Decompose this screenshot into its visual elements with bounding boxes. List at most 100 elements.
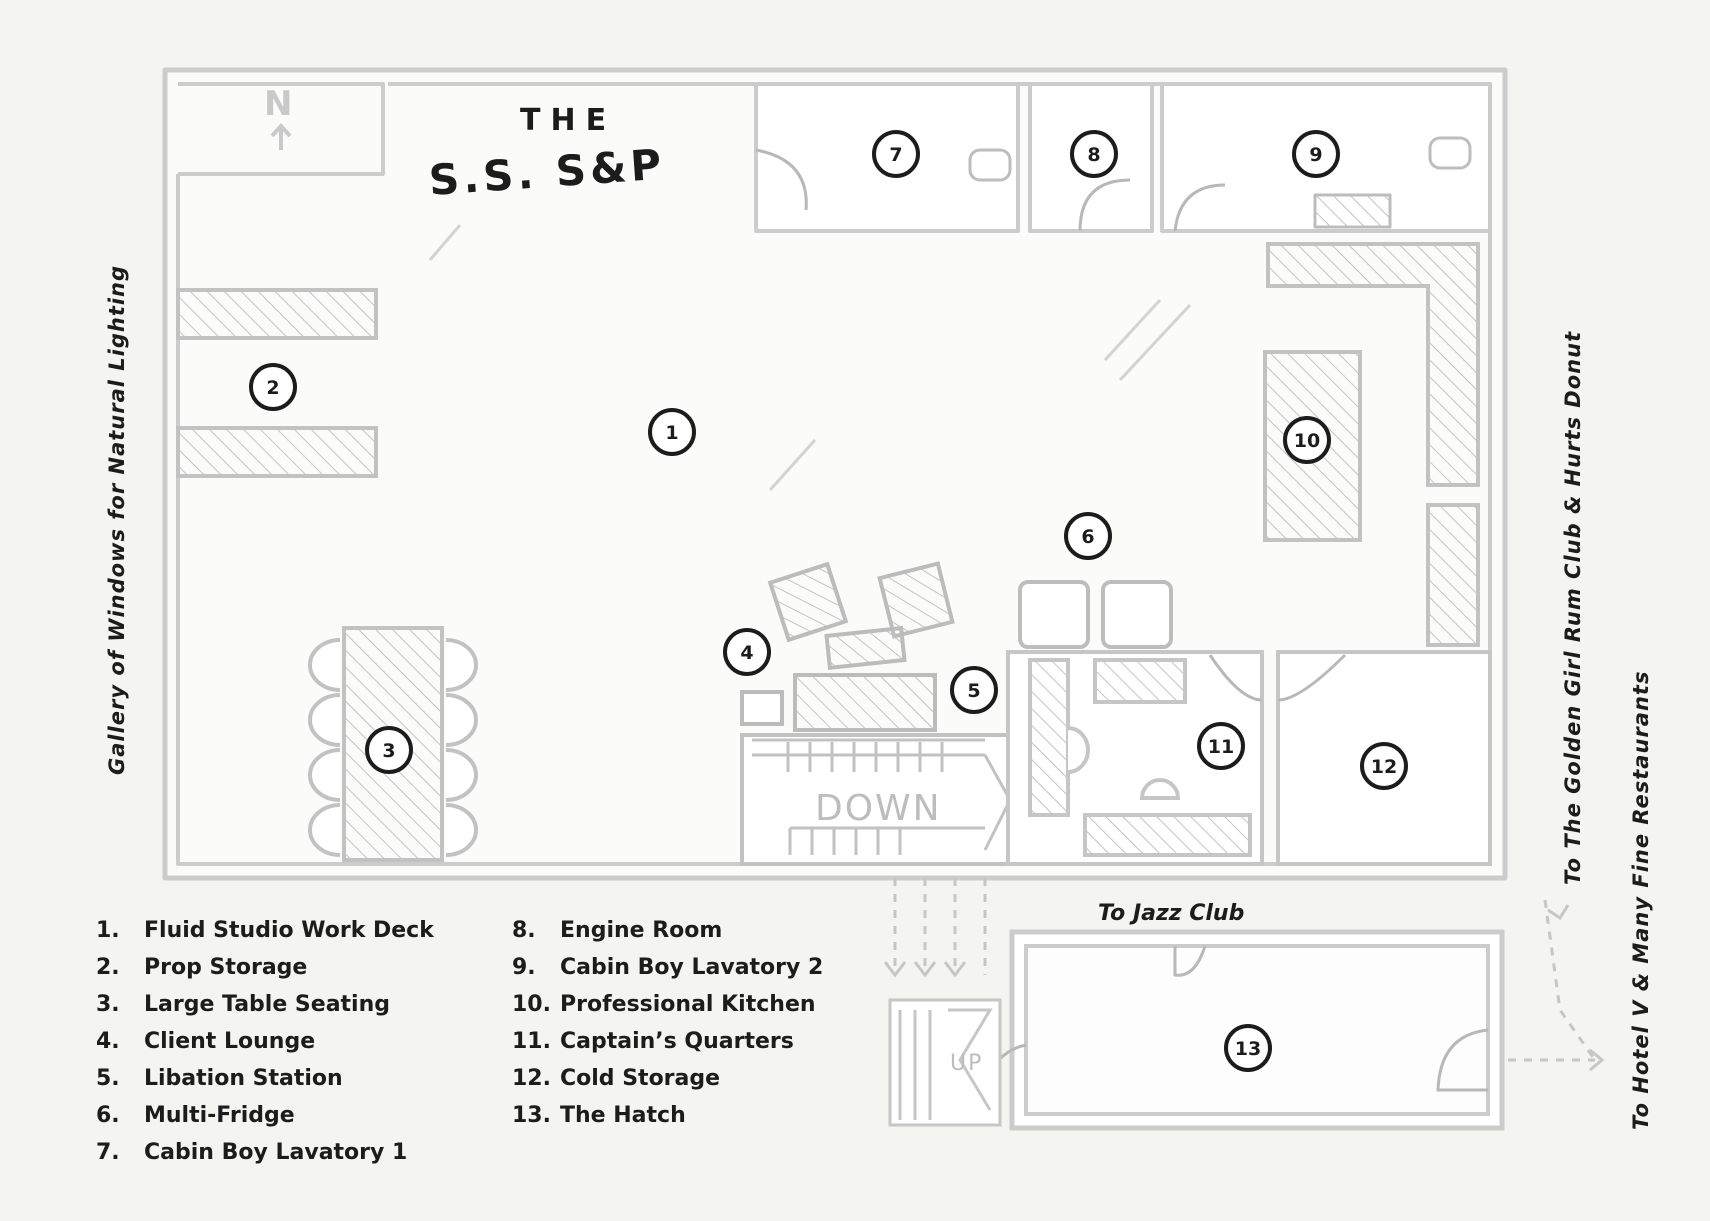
- room-marker-circle: [1064, 512, 1112, 560]
- legend-item: 5. Libation Station: [96, 1060, 434, 1097]
- room-marker-11: 11: [1197, 722, 1245, 770]
- legend-item: 4. Client Lounge: [96, 1023, 434, 1060]
- room-marker-4: 4: [723, 628, 771, 676]
- legend-number: 3.: [96, 992, 120, 1017]
- room-marker-circle: [648, 408, 696, 456]
- room-marker-circle: [365, 726, 413, 774]
- legend-item: 13. The Hatch: [512, 1097, 823, 1134]
- room-marker-number: 8: [1087, 144, 1100, 166]
- legend-item: 9. Cabin Boy Lavatory 2: [512, 949, 823, 986]
- prop-storage-shelves: [176, 288, 378, 478]
- legend-right-column: 8. Engine Room 9. Cabin Boy Lavatory 2 10.…: [512, 912, 823, 1134]
- room-marker-12: 12: [1360, 742, 1408, 790]
- client-lounge-furniture: [740, 561, 955, 732]
- legend-item: 7. Cabin Boy Lavatory 1: [96, 1134, 434, 1171]
- room-marker-circle: [1360, 742, 1408, 790]
- legend-number: 13.: [512, 1103, 551, 1128]
- legend-label: Engine Room: [560, 918, 723, 943]
- room-marker-circle: [1070, 130, 1118, 178]
- legend-label: Prop Storage: [144, 955, 308, 980]
- multi-fridge: [1018, 580, 1173, 649]
- legend-item: 1. Fluid Studio Work Deck: [96, 912, 434, 949]
- legend-number: 1.: [96, 918, 120, 943]
- legend-item: 10. Professional Kitchen: [512, 986, 823, 1023]
- stairs-down-label: DOWN: [815, 788, 942, 829]
- west-windows-label: Gallery of Windows for Natural Lighting: [105, 265, 129, 775]
- legend-label: Cold Storage: [560, 1066, 721, 1091]
- room-marker-number: 2: [266, 377, 279, 399]
- legend-number: 7.: [96, 1140, 120, 1165]
- legend-number: 8.: [512, 918, 536, 943]
- room-marker-number: 11: [1208, 736, 1234, 758]
- compass-label: N: [264, 84, 292, 124]
- room-marker-number: 10: [1294, 430, 1320, 452]
- room-marker-5: 5: [950, 666, 998, 714]
- legend-label: Professional Kitchen: [560, 992, 816, 1017]
- title-line-1: THE: [520, 103, 616, 138]
- compass: N: [264, 84, 292, 150]
- room-marker-circle: [950, 666, 998, 714]
- legend-item: 3. Large Table Seating: [96, 986, 434, 1023]
- east-route-label-2: To Hotel V & Many Fine Restaurants: [1629, 671, 1653, 1130]
- room-marker-number: 9: [1309, 144, 1322, 166]
- legend-label: Captain’s Quarters: [560, 1029, 794, 1054]
- floor-sheen: [428, 224, 1192, 492]
- captains-quarters: [1006, 650, 1264, 866]
- room-marker-circle: [249, 363, 297, 411]
- room-marker-number: 4: [740, 642, 753, 664]
- legend-item: 11. Captain’s Quarters: [512, 1023, 823, 1060]
- legend-number: 10.: [512, 992, 551, 1017]
- legend-number: 5.: [96, 1066, 120, 1091]
- legend-number: 11.: [512, 1029, 551, 1054]
- legend-number: 2.: [96, 955, 120, 980]
- legend-item: 12. Cold Storage: [512, 1060, 823, 1097]
- stairwell-up: [888, 998, 1002, 1127]
- east-route-label-1: To The Golden Girl Rum Club & Hurts Donu…: [1561, 331, 1585, 885]
- room-marker-circle: [1283, 416, 1331, 464]
- legend-label: Cabin Boy Lavatory 1: [144, 1140, 408, 1165]
- room-marker-7: 7: [872, 130, 920, 178]
- room-marker-number: 12: [1371, 756, 1397, 778]
- room-marker-3: 3: [365, 726, 413, 774]
- room-marker-10: 10: [1283, 416, 1331, 464]
- legend-item: 2. Prop Storage: [96, 949, 434, 986]
- room-marker-number: 3: [382, 740, 395, 762]
- legend-number: 4.: [96, 1029, 120, 1054]
- stairs-up-label: UP: [950, 1051, 983, 1076]
- room-marker-1: 1: [648, 408, 696, 456]
- room-marker-number: 7: [889, 144, 902, 166]
- legend-number: 6.: [96, 1103, 120, 1128]
- jazz-club-label: To Jazz Club: [1098, 901, 1244, 926]
- room-marker-8: 8: [1070, 130, 1118, 178]
- room-marker-6: 6: [1064, 512, 1112, 560]
- room-marker-9: 9: [1292, 130, 1340, 178]
- legend-label: Large Table Seating: [144, 992, 391, 1017]
- room-marker-number: 5: [967, 680, 980, 702]
- legend-label: Client Lounge: [144, 1029, 316, 1054]
- legend-number: 9.: [512, 955, 536, 980]
- legend-item: 6. Multi-Fridge: [96, 1097, 434, 1134]
- room-marker-number: 1: [665, 422, 678, 444]
- room-marker-circle: [1224, 1024, 1272, 1072]
- legend-left-column: 1.Fluid Studio Work Deck 2.Prop Storage …: [96, 912, 434, 1171]
- legend-item: 8. Engine Room: [512, 912, 823, 949]
- room-marker-circle: [1292, 130, 1340, 178]
- path-to-hatch: [893, 878, 1597, 1062]
- arrowheads: [883, 904, 1605, 1072]
- legend-label: The Hatch: [560, 1103, 686, 1128]
- room-marker-circle: [723, 628, 771, 676]
- legend-label: Fluid Studio Work Deck: [144, 918, 434, 943]
- room-marker-circle: [872, 130, 920, 178]
- legend-number: 12.: [512, 1066, 551, 1091]
- room-marker-13: 13: [1224, 1024, 1272, 1072]
- room-marker-number: 13: [1235, 1038, 1261, 1060]
- room-marker-circle: [1197, 722, 1245, 770]
- north-arrow-icon: [270, 123, 292, 150]
- legend-label: Cabin Boy Lavatory 2: [560, 955, 824, 980]
- room-marker-2: 2: [249, 363, 297, 411]
- room-marker-number: 6: [1081, 526, 1094, 548]
- legend-label: Multi-Fridge: [144, 1103, 295, 1128]
- legend-label: Libation Station: [144, 1066, 343, 1091]
